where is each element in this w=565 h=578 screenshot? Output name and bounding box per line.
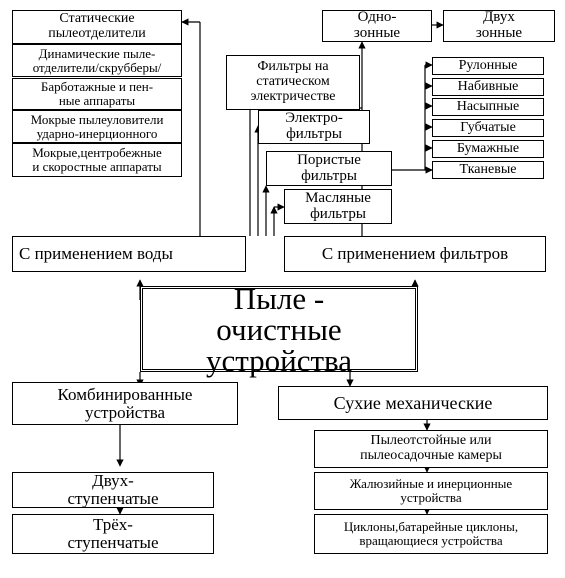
porous-type-fabric: Тканевые: [432, 161, 544, 179]
dry-item-louver-inertial: Жалюзийные и инерционные устройства: [314, 472, 548, 510]
filters-group-box: С применением фильтров: [284, 236, 546, 272]
porous-type-packed: Набивные: [432, 78, 544, 96]
two-stage-box: Двух- ступенчатые: [12, 472, 214, 508]
porous-type-paper: Бумажные: [432, 140, 544, 158]
two-zone-box: Двух зонные: [443, 9, 555, 42]
electro-filters-box: Электро- фильтры: [258, 110, 370, 144]
dry-item-cyclones: Циклоны,батарейные циклоны, вращающиеся …: [314, 514, 548, 554]
water-item-wet-centrifugal: Мокрые,центробежные и скоростные аппарат…: [12, 143, 182, 177]
main-title-box: Пыле - очистные устройства: [140, 283, 418, 376]
water-item-bubbling: Барботажные и пен- ные аппараты: [12, 78, 182, 110]
porous-type-bulk: Насыпные: [432, 98, 544, 116]
porous-filters-box: Пористые фильтры: [266, 151, 392, 186]
water-item-dynamic: Динамические пыле- отделители/скрубберы/: [12, 44, 182, 77]
three-stage-box: Трёх- ступенчатые: [12, 514, 214, 554]
dry-mechanical-box: Сухие механические: [278, 386, 548, 420]
oil-filters-box: Масляные фильтры: [284, 189, 392, 224]
combined-devices-box: Комбинированные устройства: [12, 382, 238, 425]
porous-type-roll: Рулонные: [432, 57, 544, 75]
static-electricity-filters-box: Фильтры на статическом электричестве: [226, 55, 360, 110]
water-group-box: С применением воды: [12, 236, 246, 272]
one-zone-box: Одно- зонные: [322, 9, 432, 42]
dry-item-settling-chambers: Пылеотстойные или пылеосадочные камеры: [314, 430, 548, 468]
water-item-static: Статические пылеотделители: [12, 10, 182, 44]
water-item-wet-impact: Мокрые пылеуловители ударно-инерционного: [12, 110, 182, 143]
porous-type-sponge: Губчатые: [432, 119, 544, 137]
